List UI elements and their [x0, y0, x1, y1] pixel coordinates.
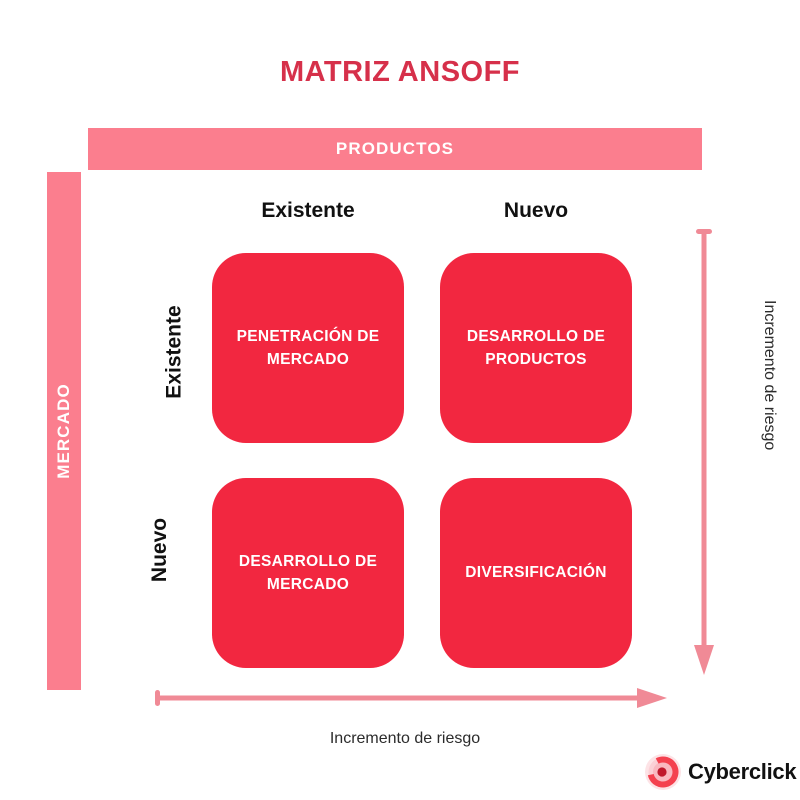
- row-header-existente-text: Existente: [162, 305, 186, 399]
- quadrant-card-diversificacion: DIVERSIFICACIÓN: [440, 478, 632, 668]
- quadrant-card-desarrollo-de-productos: DESARROLLO DE PRODUCTOS: [440, 253, 632, 443]
- products-axis-label: PRODUCTOS: [335, 139, 455, 158]
- down-arrow-icon: [694, 229, 714, 675]
- right-arrow-icon: [155, 688, 667, 708]
- horizontal-axis-caption: Incremento de riesgo: [329, 730, 481, 747]
- logo-text: Cyberclick: [688, 759, 797, 784]
- row-header-nuevo: Nuevo: [128, 518, 192, 582]
- column-header-existente: Existente: [261, 199, 355, 222]
- quadrant-label: DIVERSIFICACIÓN: [465, 564, 607, 582]
- row-header-existente: Existente: [128, 305, 192, 398]
- market-axis-label: MERCADO: [54, 383, 73, 479]
- quadrant-card-penetracion-de-mercado: PENETRACIÓN DE MERCADO: [212, 253, 404, 443]
- quadrant-label: PENETRACIÓN DE MERCADO: [236, 327, 380, 368]
- column-header-nuevo: Nuevo: [503, 199, 569, 222]
- page-title: MATRIZ ANSOFF: [279, 56, 521, 88]
- quadrant-label: DESARROLLO DE MERCADO: [238, 552, 378, 593]
- row-header-nuevo-text: Nuevo: [148, 517, 172, 583]
- quadrant-card-desarrollo-de-mercado: DESARROLLO DE MERCADO: [212, 478, 404, 668]
- cyberclick-logo[interactable]: Cyberclick: [644, 752, 797, 792]
- market-axis-bar: MERCADO: [47, 172, 81, 690]
- products-axis-bar: PRODUCTOS: [88, 128, 702, 170]
- quadrant-label: DESARROLLO DE PRODUCTOS: [466, 327, 606, 368]
- vertical-axis-caption: Incremento de riesgo: [761, 300, 778, 451]
- radar-target-icon: [645, 754, 681, 790]
